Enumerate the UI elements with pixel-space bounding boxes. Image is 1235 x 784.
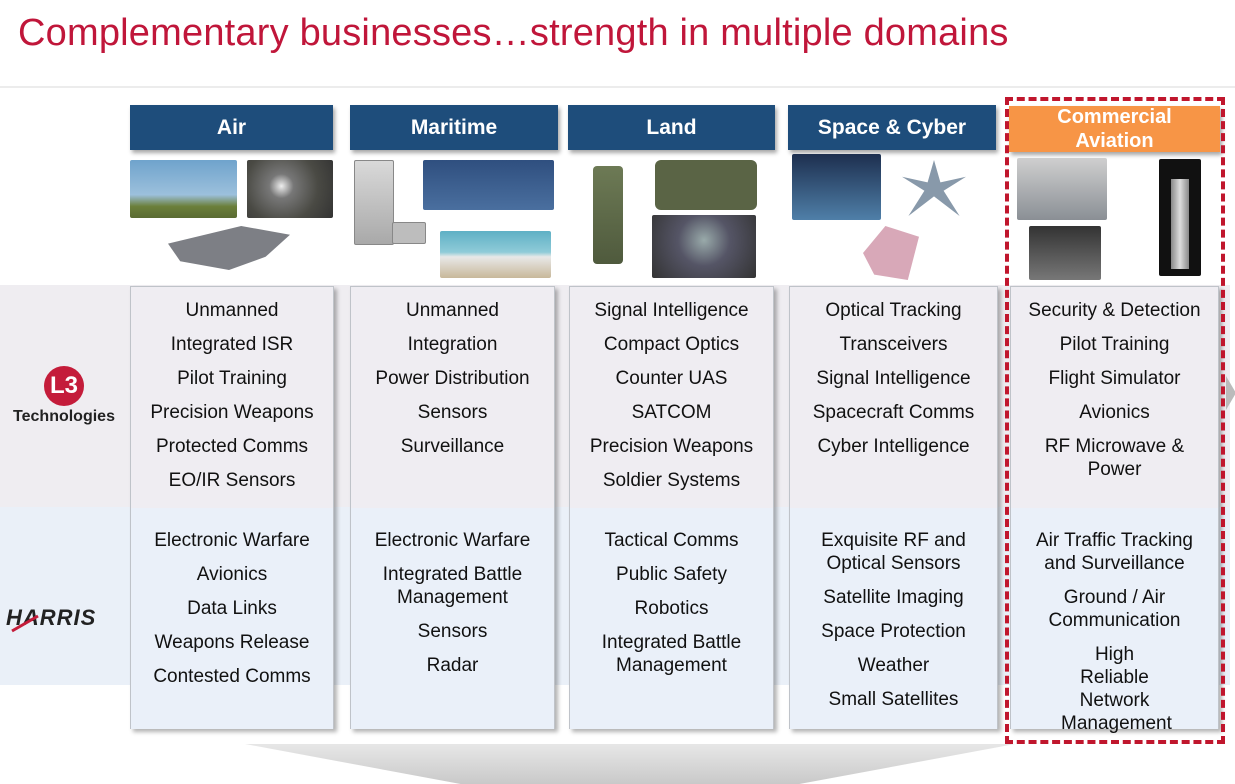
- list-item: Sensors: [417, 621, 488, 642]
- list-item: Integrated Battle Management: [382, 564, 523, 608]
- l3-logo: L3 Technologies: [10, 366, 118, 426]
- column-header-space-cyber: Space & Cyber: [788, 105, 996, 150]
- page-title: Complementary businesses…strength in mul…: [18, 12, 1009, 54]
- maritime-equipment-box-image: [392, 222, 426, 244]
- air-fighter-jet-image: [168, 226, 290, 270]
- list-item: Integration: [407, 334, 498, 355]
- column-header-land: Land: [568, 105, 775, 150]
- land-handheld-radio-image: [593, 166, 623, 264]
- air-l3-capabilities: Unmanned Integrated ISR Pilot Training P…: [131, 299, 333, 503]
- land-harris-capabilities: Tactical Comms Public Safety Robotics In…: [570, 529, 773, 688]
- right-arrow-icon: [1226, 376, 1235, 410]
- list-item: Small Satellites: [828, 689, 959, 710]
- list-item: Soldier Systems: [602, 470, 741, 491]
- list-item: Counter UAS: [615, 368, 728, 389]
- space-satellite-image: [902, 160, 966, 216]
- list-item: Flight Simulator: [1048, 368, 1181, 389]
- maritime-torpedo-image: [440, 231, 551, 278]
- list-item: Cyber Intelligence: [817, 436, 970, 457]
- list-item: Electronic Warfare: [154, 530, 310, 551]
- list-item: Electronic Warfare: [374, 530, 531, 551]
- list-item: EO/IR Sensors: [168, 470, 296, 491]
- list-item: Integrated Battle Management: [601, 632, 742, 676]
- list-item: Signal Intelligence: [816, 368, 971, 389]
- list-item: High Reliable Network Management: [1061, 644, 1172, 734]
- list-item: Robotics: [634, 598, 709, 619]
- list-item: Security & Detection: [1028, 300, 1201, 321]
- list-item: Ground / Air Communication: [1048, 587, 1181, 631]
- land-manpack-radio-image: [655, 160, 757, 210]
- commercial-control-tower-image: [1159, 159, 1201, 276]
- list-item: Optical Tracking: [825, 300, 962, 321]
- list-item: Signal Intelligence: [594, 300, 749, 321]
- l3-logo-text: Technologies: [13, 408, 115, 425]
- list-item: Protected Comms: [155, 436, 309, 457]
- harris-logo: HARRIS: [6, 605, 97, 630]
- list-item: Space Protection: [821, 621, 966, 642]
- list-item: Tactical Comms: [604, 530, 739, 551]
- air-sensor-pod-image: [247, 160, 333, 218]
- space-cyber-card: Optical Tracking Transceivers Signal Int…: [789, 286, 998, 729]
- commercial-aviation-harris-capabilities: Air Traffic Tracking and Surveillance Gr…: [1011, 529, 1218, 746]
- space-cyber-l3-capabilities: Optical Tracking Transceivers Signal Int…: [790, 299, 997, 469]
- column-header-commercial-aviation: Commercial Aviation: [1009, 106, 1220, 152]
- control-tower-shape: [1171, 179, 1189, 269]
- list-item: Data Links: [187, 598, 277, 619]
- air-aircraft-image: [130, 160, 237, 218]
- list-item: Unmanned: [406, 300, 499, 321]
- list-item: Unmanned: [185, 300, 279, 321]
- land-l3-capabilities: Signal Intelligence Compact Optics Count…: [570, 299, 773, 503]
- land-night-vision-image: [652, 215, 756, 278]
- list-item: Precision Weapons: [589, 436, 754, 457]
- list-item: Precision Weapons: [150, 402, 314, 423]
- column-header-air: Air: [130, 105, 333, 150]
- list-item: Pilot Training: [1059, 334, 1170, 355]
- list-item: Pilot Training: [177, 368, 287, 389]
- list-item: Weapons Release: [154, 632, 310, 653]
- commercial-flight-simulator-image: [1029, 226, 1101, 280]
- commercial-aviation-highlight-box: [1005, 97, 1225, 744]
- land-card: Signal Intelligence Compact Optics Count…: [569, 286, 774, 729]
- list-item: Power Distribution: [375, 368, 530, 389]
- maritime-cutter-ship-image: [423, 160, 554, 210]
- maritime-card: Unmanned Integration Power Distribution …: [350, 286, 555, 729]
- list-item: Avionics: [196, 564, 268, 585]
- list-item: Spacecraft Comms: [812, 402, 975, 423]
- maritime-equipment-rack-image: [354, 160, 394, 245]
- list-item: Weather: [857, 655, 930, 676]
- title-divider: [0, 86, 1235, 88]
- list-item: Transceivers: [839, 334, 948, 355]
- air-harris-capabilities: Electronic Warfare Avionics Data Links W…: [131, 529, 333, 699]
- list-item: Public Safety: [616, 564, 727, 585]
- list-item: Integrated ISR: [170, 334, 294, 355]
- commercial-aviation-l3-capabilities: Security & Detection Pilot Training Flig…: [1011, 299, 1218, 492]
- space-small-satellite-image: [863, 226, 919, 280]
- list-item: RF Microwave & Power: [1044, 436, 1185, 480]
- maritime-l3-capabilities: Unmanned Integration Power Distribution …: [351, 299, 554, 469]
- list-item: Surveillance: [400, 436, 505, 457]
- list-item: Radar: [426, 655, 479, 676]
- list-item: Compact Optics: [603, 334, 740, 355]
- l3-logo-mark: L3: [44, 366, 84, 406]
- space-rocket-image: [792, 154, 881, 220]
- list-item: Exquisite RF and Optical Sensors: [821, 530, 966, 574]
- bottom-chevron-shape: [245, 744, 1015, 784]
- list-item: Contested Comms: [153, 666, 311, 687]
- commercial-security-scanner-image: [1017, 158, 1107, 220]
- space-cyber-harris-capabilities: Exquisite RF and Optical Sensors Satelli…: [790, 529, 997, 722]
- air-card: Unmanned Integrated ISR Pilot Training P…: [130, 286, 334, 729]
- list-item: Sensors: [417, 402, 488, 423]
- column-header-maritime: Maritime: [350, 105, 558, 150]
- list-item: Avionics: [1079, 402, 1150, 423]
- list-item: Satellite Imaging: [823, 587, 964, 608]
- maritime-harris-capabilities: Electronic Warfare Integrated Battle Man…: [351, 529, 554, 688]
- list-item: SATCOM: [631, 402, 712, 423]
- commercial-aviation-card: Security & Detection Pilot Training Flig…: [1010, 286, 1219, 734]
- list-item: Air Traffic Tracking and Surveillance: [1036, 530, 1193, 574]
